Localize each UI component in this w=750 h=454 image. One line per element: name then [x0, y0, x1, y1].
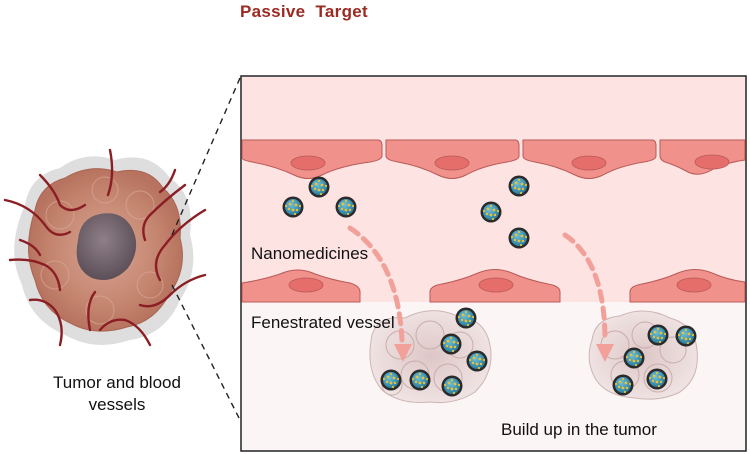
build-up-label: Build up in the tumor [501, 420, 657, 439]
curved-arrow-icon [562, 232, 614, 362]
top-endothelium [241, 139, 746, 179]
zoom-line-bottom [171, 284, 241, 421]
nanomedicines-label: Nanomedicines [251, 244, 369, 263]
curved-arrow-icon [347, 225, 412, 362]
diagram-title: Passive Target [240, 2, 368, 21]
zoom-line-top [171, 77, 241, 236]
tumor-icon [3, 148, 207, 347]
bottom-endothelium [241, 269, 746, 303]
tumor-caption: Tumor and blood vessels [53, 373, 181, 414]
fenestrated-vessel-label: Fenestrated vessel [251, 313, 395, 332]
